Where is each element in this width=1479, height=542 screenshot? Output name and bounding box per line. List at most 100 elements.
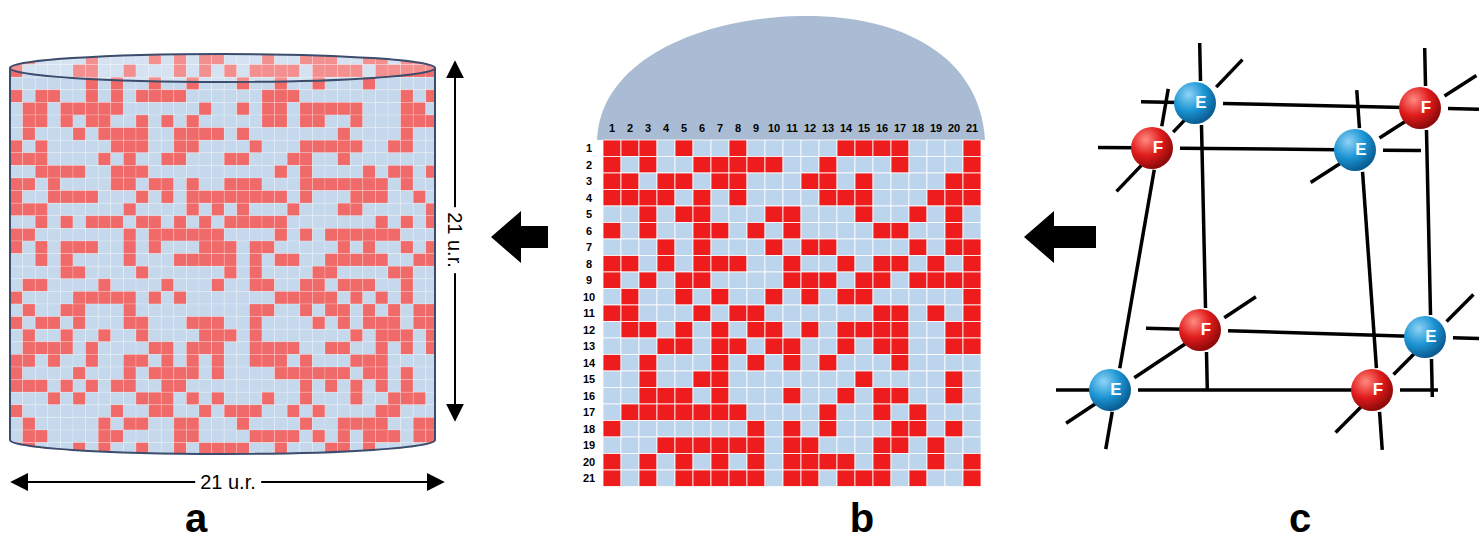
ion-circle: F <box>1350 368 1406 412</box>
lattice-line <box>1205 352 1209 390</box>
column-number: 2 <box>627 123 633 134</box>
row-number: 14 <box>583 357 595 368</box>
ion-shape <box>1403 315 1447 359</box>
column-number: 18 <box>912 123 924 134</box>
ion-label: F <box>1398 86 1454 130</box>
ion-fill <box>1334 129 1376 171</box>
ion-shape <box>1350 368 1394 412</box>
lattice-line <box>1162 89 1168 126</box>
lattice-line <box>1216 60 1242 87</box>
column-number: 16 <box>876 123 888 134</box>
lattice-line <box>1224 297 1256 318</box>
ion-circle: F <box>1398 86 1454 130</box>
row-number: 16 <box>583 390 595 401</box>
column-number: 5 <box>681 123 687 134</box>
row-number: 8 <box>586 258 592 269</box>
column-number: 9 <box>753 123 759 134</box>
dimension-label: 21 u.r. <box>442 207 468 273</box>
row-number: 7 <box>586 242 592 253</box>
ion-shape <box>1333 128 1377 172</box>
lattice-bond <box>1120 170 1154 369</box>
lattice-bond <box>1173 119 1186 132</box>
column-number: 15 <box>858 123 870 134</box>
lattice-line <box>1423 48 1427 86</box>
row-number: 15 <box>583 374 595 385</box>
panel-letter: b <box>850 498 874 538</box>
ion-label: F <box>1178 308 1234 352</box>
column-number: 7 <box>717 123 723 134</box>
panel-letter: a <box>185 498 207 538</box>
row-number: 5 <box>586 209 592 220</box>
ion-shape <box>1173 81 1217 125</box>
ion-label: E <box>1333 128 1389 172</box>
column-number: 4 <box>663 123 669 134</box>
row-number: 19 <box>583 440 595 451</box>
ion-circle: F <box>1130 126 1186 170</box>
row-number: 18 <box>583 423 595 434</box>
ion-fill <box>1179 309 1221 351</box>
ion-label: F <box>1350 368 1406 412</box>
row-number: 11 <box>583 308 595 319</box>
ion-circle: E <box>1173 81 1229 125</box>
lattice-line <box>1311 162 1343 183</box>
ion-label: F <box>1130 126 1186 170</box>
row-number: 17 <box>583 407 595 418</box>
row-number: 4 <box>586 192 592 203</box>
ion-shape <box>1398 86 1442 130</box>
dimension-label: 21 u.r. <box>195 469 261 495</box>
ion-label: E <box>1403 315 1459 359</box>
row-number: 3 <box>586 176 592 187</box>
block-arrow <box>491 211 548 263</box>
row-number: 1 <box>586 143 592 154</box>
column-number: 1 <box>609 123 615 134</box>
lattice-bond <box>1134 342 1187 378</box>
lattice-line <box>1380 412 1383 450</box>
ion-fill <box>1131 127 1173 169</box>
lattice-line <box>1357 90 1360 128</box>
lattice-line <box>1056 388 1094 392</box>
lattice-bond <box>1363 172 1377 368</box>
lattice-line <box>1336 406 1363 433</box>
row-number: 21 <box>583 473 595 484</box>
ion-circle: F <box>1178 308 1234 352</box>
row-number: 12 <box>583 324 595 335</box>
lattice-bond <box>1138 388 1356 392</box>
column-number: 14 <box>840 123 852 134</box>
column-number: 13 <box>822 123 834 134</box>
ion-label: E <box>1173 81 1229 125</box>
column-number: 11 <box>786 123 798 134</box>
ion-shape <box>1088 368 1132 412</box>
ion-label: E <box>1088 368 1144 412</box>
lattice-bond <box>1223 103 1404 107</box>
lattice-line <box>1448 107 1479 111</box>
column-number: 21 <box>966 123 978 134</box>
cylinder-outline <box>10 68 435 454</box>
row-number: 13 <box>583 341 595 352</box>
dome <box>597 16 985 140</box>
lattice-line <box>1453 338 1479 339</box>
row-number: 6 <box>586 225 592 236</box>
column-number: 19 <box>930 123 942 134</box>
row-number: 2 <box>586 159 592 170</box>
cell-grid <box>603 140 981 487</box>
row-number: 9 <box>586 275 592 286</box>
panel-letter: c <box>1289 498 1311 538</box>
ion-shape <box>1178 308 1222 352</box>
lattice-line <box>1383 148 1421 152</box>
column-number: 10 <box>768 123 780 134</box>
lattice-line <box>1141 100 1179 104</box>
lattice-bond <box>1201 125 1205 308</box>
lattice-bond <box>1394 353 1416 375</box>
lattice-line <box>1106 412 1112 449</box>
block-arrow <box>1024 211 1096 263</box>
ion-fill <box>1174 82 1216 124</box>
lattice-line <box>1447 295 1474 322</box>
lattice-line <box>1146 328 1184 329</box>
lattice-bond <box>1379 120 1407 138</box>
lattice-bond <box>1180 148 1339 150</box>
ion-circle: E <box>1088 368 1144 412</box>
ion-fill <box>1399 87 1441 129</box>
